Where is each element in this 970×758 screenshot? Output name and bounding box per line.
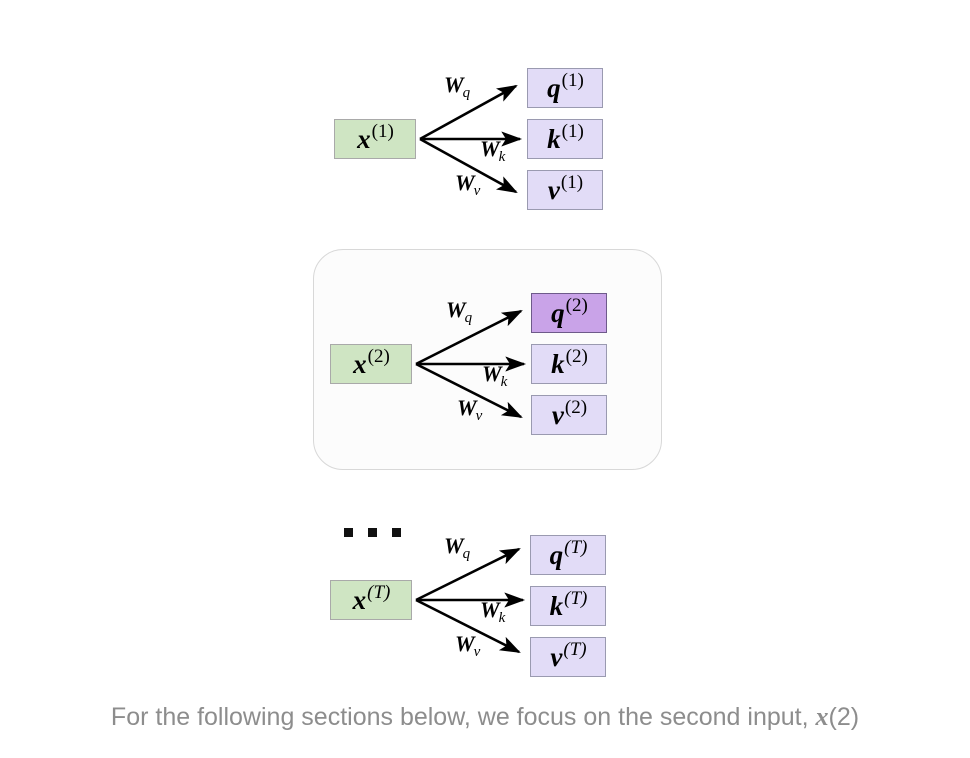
weight-label-wq-group-1-subscript: q bbox=[462, 85, 471, 101]
weight-label-wv-group-t-base: W bbox=[455, 631, 475, 656]
input-box-xt-superscript: (T) bbox=[367, 581, 391, 603]
output-box-k2-superscript: (2) bbox=[565, 345, 588, 367]
output-box-qt-base: q bbox=[549, 539, 564, 570]
figure-caption: For the following sections below, we foc… bbox=[0, 702, 970, 732]
weight-label-wv-group-2-base: W bbox=[457, 395, 477, 420]
output-box-kt[interactable]: k(T) bbox=[530, 586, 606, 626]
output-box-q2-superscript: (2) bbox=[565, 294, 588, 316]
output-box-vt[interactable]: v(T) bbox=[530, 637, 606, 677]
input-box-xt-base: x bbox=[352, 584, 367, 615]
figure-caption-variable: x bbox=[815, 702, 829, 731]
weight-label-wq-group-t: Wq bbox=[444, 533, 471, 562]
weight-label-wk-group-1: Wk bbox=[480, 136, 506, 165]
figure-caption-index: (2) bbox=[828, 703, 860, 731]
output-box-k2[interactable]: k(2) bbox=[531, 344, 607, 384]
ellipsis-dot-2 bbox=[368, 528, 377, 537]
weight-label-wv-group-t-subscript: v bbox=[473, 644, 481, 660]
output-box-v1-superscript: (1) bbox=[560, 171, 584, 193]
input-box-x1[interactable]: x(1) bbox=[334, 119, 416, 159]
output-box-qt[interactable]: q(T) bbox=[530, 535, 606, 575]
weight-label-wk-group-t-base: W bbox=[480, 597, 500, 622]
weight-label-wk-group-t-subscript: k bbox=[498, 610, 506, 626]
output-box-q1-base: q bbox=[547, 72, 561, 103]
weight-label-wv-group-1-base: W bbox=[455, 170, 475, 195]
weight-label-wq-group-1-base: W bbox=[444, 72, 464, 97]
weight-label-wv-group-2: Wv bbox=[457, 395, 483, 424]
output-box-k1-base: k bbox=[547, 123, 561, 154]
output-box-q2[interactable]: q(2) bbox=[531, 293, 607, 333]
weight-label-wk-group-2-base: W bbox=[482, 361, 502, 386]
weight-label-wq-group-2-subscript: q bbox=[464, 310, 473, 326]
figure-caption-text: For the following sections below, we foc… bbox=[110, 703, 816, 731]
weight-label-wk-group-2-subscript: k bbox=[500, 374, 508, 390]
output-box-v2-superscript: (2) bbox=[564, 396, 588, 418]
weight-label-wk-group-t: Wk bbox=[480, 597, 506, 626]
weight-label-wv-group-1-subscript: v bbox=[473, 183, 481, 199]
weight-label-wk-group-1-subscript: k bbox=[498, 149, 506, 165]
input-box-x2-base: x bbox=[353, 348, 367, 379]
weight-label-wq-group-1: Wq bbox=[444, 72, 471, 101]
ellipsis-dot-3 bbox=[392, 528, 401, 537]
ellipsis-dot-1 bbox=[344, 528, 353, 537]
output-box-vt-superscript: (T) bbox=[563, 638, 587, 660]
weight-label-wv-group-t: Wv bbox=[455, 631, 481, 660]
output-box-q2-base: q bbox=[551, 297, 565, 328]
input-box-x1-superscript: (1) bbox=[371, 120, 394, 142]
output-box-v1-base: v bbox=[547, 174, 560, 205]
weight-label-wq-group-t-base: W bbox=[444, 533, 464, 558]
weight-label-wv-group-1: Wv bbox=[455, 170, 481, 199]
input-box-x2[interactable]: x(2) bbox=[330, 344, 412, 384]
output-box-q1-superscript: (1) bbox=[561, 69, 584, 91]
output-box-k2-base: k bbox=[551, 348, 565, 379]
weight-label-wq-group-2: Wq bbox=[446, 297, 473, 326]
output-box-vt-base: v bbox=[550, 641, 563, 672]
output-box-v2-base: v bbox=[551, 399, 564, 430]
ellipsis-dots bbox=[344, 528, 401, 537]
weight-label-wk-group-2: Wk bbox=[482, 361, 508, 390]
input-box-x1-base: x bbox=[357, 123, 371, 154]
output-box-v1[interactable]: v(1) bbox=[527, 170, 603, 210]
weight-label-wq-group-2-base: W bbox=[446, 297, 466, 322]
output-box-q1[interactable]: q(1) bbox=[527, 68, 603, 108]
output-box-k1[interactable]: k(1) bbox=[527, 119, 603, 159]
weight-label-wq-group-t-subscript: q bbox=[462, 546, 471, 562]
input-box-x2-superscript: (2) bbox=[367, 345, 390, 367]
weight-label-wk-group-1-base: W bbox=[480, 136, 500, 161]
output-box-k1-superscript: (1) bbox=[561, 120, 584, 142]
weight-label-wv-group-2-subscript: v bbox=[475, 408, 483, 424]
output-box-v2[interactable]: v(2) bbox=[531, 395, 607, 435]
output-box-qt-superscript: (T) bbox=[564, 536, 588, 558]
output-box-kt-base: k bbox=[549, 590, 564, 621]
input-box-xt[interactable]: x(T) bbox=[330, 580, 412, 620]
output-box-kt-superscript: (T) bbox=[564, 587, 588, 609]
